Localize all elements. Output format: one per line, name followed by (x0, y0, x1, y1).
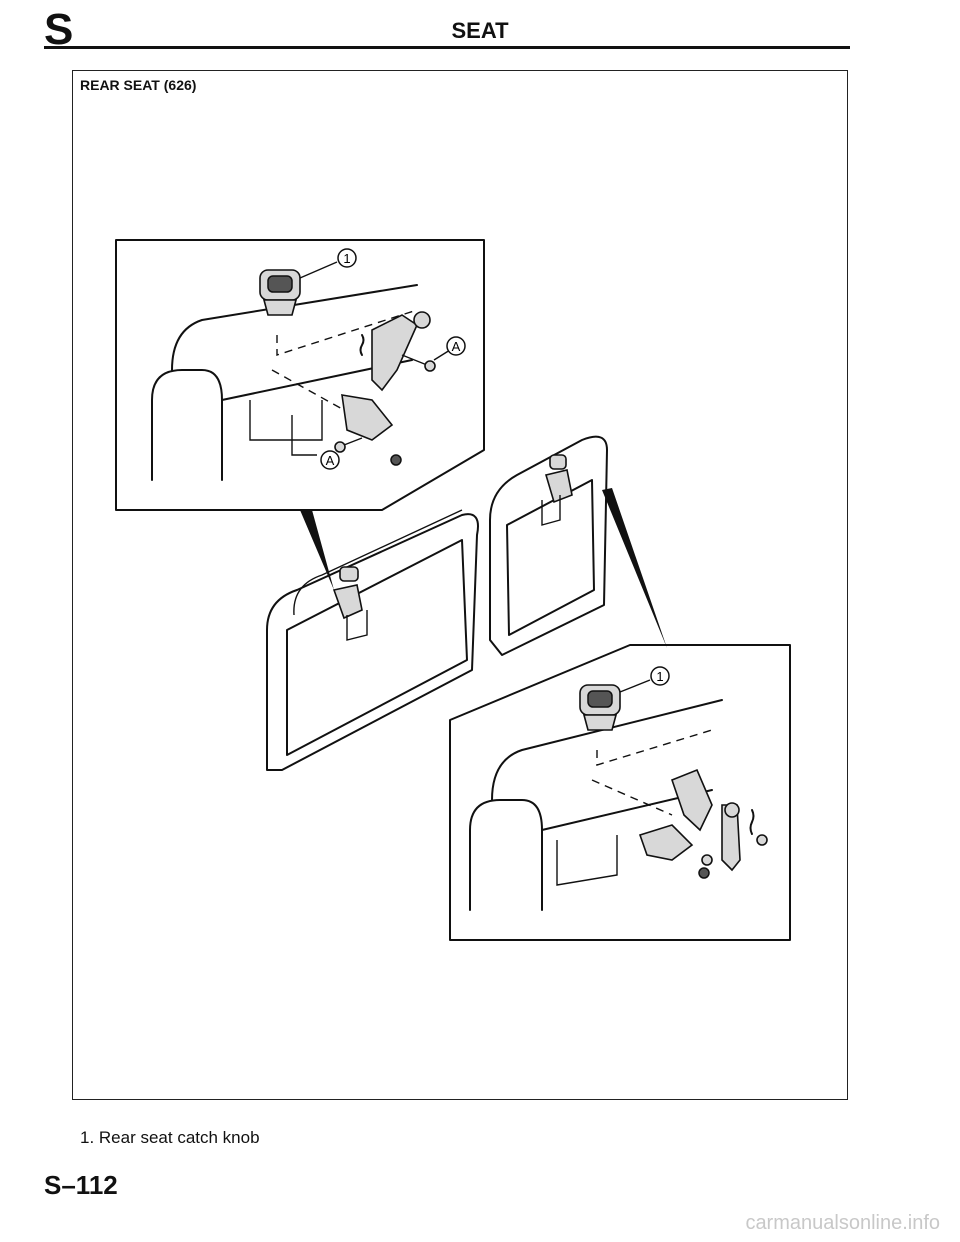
caption-item-1: 1. Rear seat catch knob (80, 1128, 260, 1147)
callout-a-upper-right: A (452, 339, 461, 354)
rear-seat-left (266, 509, 479, 771)
page-number: S–112 (44, 1170, 118, 1200)
detail-box-upper: 1 A A (115, 239, 485, 511)
figure-title: REAR SEAT (626) (80, 77, 197, 93)
rear-seat-diagram: 1 A A (115, 239, 791, 941)
section-letter: S (44, 5, 74, 54)
header-rule (44, 46, 850, 49)
figure-frame (72, 70, 848, 1100)
watermark: carmanualsonline.info (745, 1212, 940, 1234)
detail-box-lower: 1 (449, 644, 791, 941)
callout-1-lower: 1 (656, 669, 663, 684)
callout-a-upper-left: A (326, 453, 335, 468)
rear-seat-right (489, 435, 608, 656)
page-title: SEAT (451, 18, 509, 43)
callout-1-upper: 1 (343, 251, 350, 266)
